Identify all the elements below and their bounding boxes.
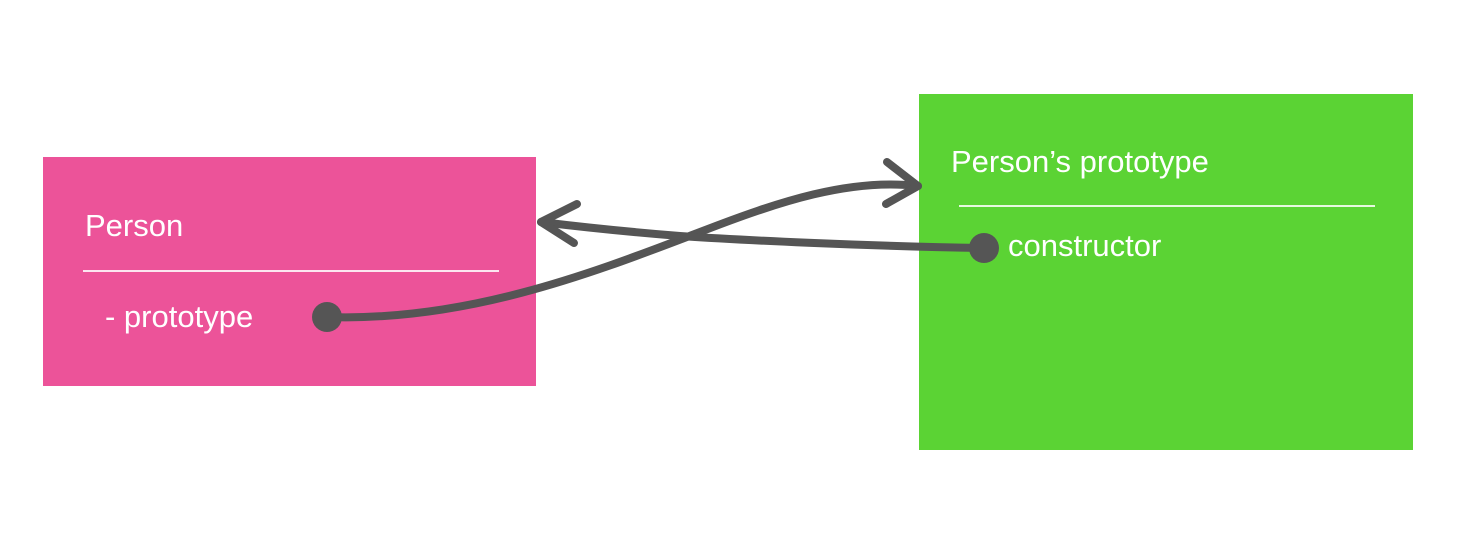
- prototype-constructor-property: constructor: [1008, 228, 1162, 263]
- constructor-arrowhead-icon: [537, 200, 581, 247]
- person-box: Person - prototype: [43, 157, 536, 386]
- person-prototype-property: - prototype: [105, 299, 254, 334]
- constructor-connector-line: [537, 218, 988, 252]
- person-title: Person: [85, 208, 184, 243]
- person-divider: [83, 270, 499, 272]
- prototype-divider: [959, 205, 1375, 207]
- prototype-box: Person’s prototype constructor: [919, 94, 1413, 450]
- prototype-title: Person’s prototype: [951, 144, 1209, 179]
- prototype-arrowhead-icon: [882, 158, 922, 208]
